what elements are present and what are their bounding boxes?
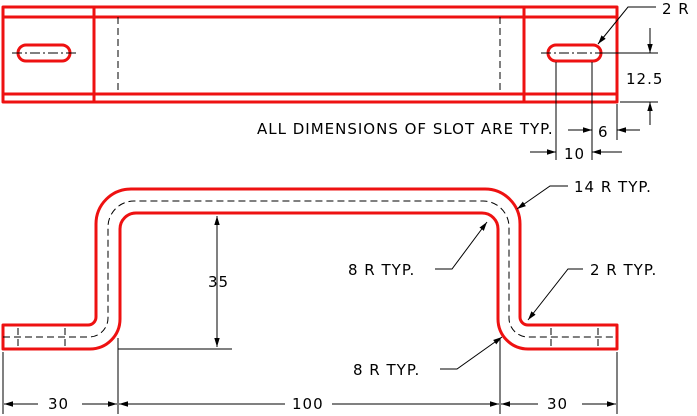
outer-bend-leader	[516, 185, 568, 210]
inner-top-note: 8 R TYP.	[348, 261, 415, 279]
right-flange-label: 30	[547, 395, 568, 413]
bottom-dimensions: 30 100 30	[2, 338, 618, 414]
height-dimension: 35	[118, 216, 232, 350]
slot-height-label: 12.5	[626, 70, 663, 88]
outer-bend-note: 14 R TYP.	[574, 178, 652, 196]
left-slot	[12, 43, 78, 63]
slot-radius-label: 2 R	[662, 0, 690, 18]
bend-notes: 14 R TYP. 8 R TYP. 2 R TYP. 8 R TYP.	[348, 178, 657, 379]
small-bend-leader	[527, 268, 583, 321]
inner-bottom-leader	[440, 336, 503, 370]
slot-length-label: 10	[564, 145, 585, 163]
flange-hidden-slots	[17, 328, 599, 346]
small-bend-note: 2 R TYP.	[590, 261, 657, 279]
height-label: 35	[208, 273, 229, 291]
slot-width-label: 6	[598, 123, 609, 141]
inner-top-leader	[435, 221, 488, 270]
front-view-hidden-centerline	[3, 200, 617, 338]
middle-length-label: 100	[292, 395, 324, 413]
top-view-hidden-lines	[117, 17, 501, 94]
top-view-outline	[1, 5, 619, 104]
right-slot	[541, 43, 608, 63]
slot-note: ALL DIMENSIONS OF SLOT ARE TYP.	[257, 120, 554, 138]
left-flange-label: 30	[48, 395, 69, 413]
slot-dimensions: 2 R 12.5 6 10 ALL DIMENSIONS OF SLOT ARE…	[257, 0, 690, 163]
top-view: 2 R 12.5 6 10 ALL DIMENSIONS OF SLOT ARE…	[1, 0, 690, 163]
top-view-body	[1, 5, 619, 104]
front-view: 35 30 100 30 14 R TYP. 8 R TYP. 2 R	[1, 178, 657, 414]
slot-radius-leader	[597, 6, 656, 45]
inner-bottom-note: 8 R TYP.	[353, 361, 420, 379]
front-view-outline	[1, 187, 619, 351]
